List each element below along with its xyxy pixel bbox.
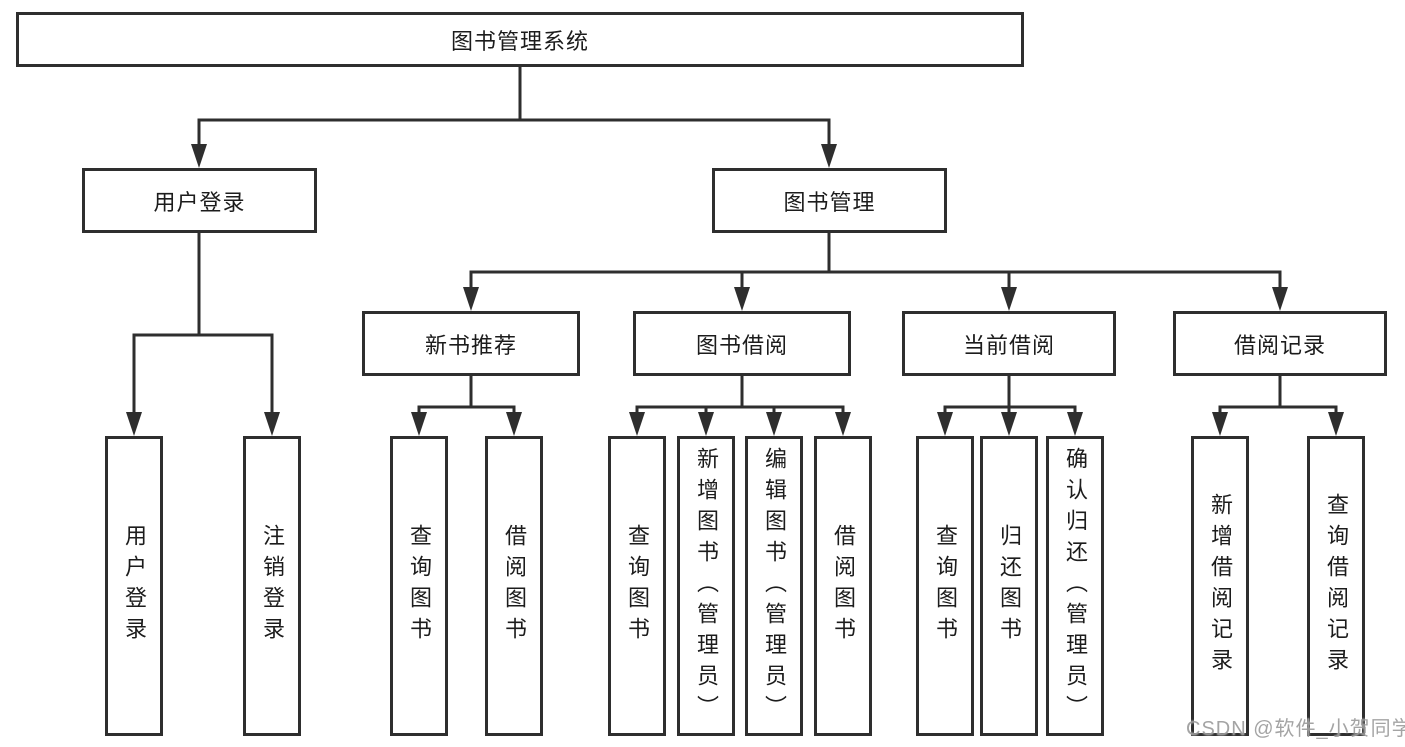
leaf-current-query-books: 查询图书 [916,436,974,736]
leaf-records-add-record-label: 新增借阅记录 [1208,493,1233,679]
leaf-recommend-query-books: 查询图书 [390,436,448,736]
node-book-management-label: 图书管理 [783,189,876,215]
node-new-book-recommend-label: 新书推荐 [424,332,517,358]
csdn-watermark: CSDN @软件_小贺同学 [1186,718,1405,740]
leaf-borrow-query-books-label: 查询图书 [625,524,650,648]
node-root-system-label: 图书管理系统 [450,28,589,54]
leaf-borrow-edit-books-admin-label: 编辑图书（管理员） [762,446,787,726]
node-borrow-records-label: 借阅记录 [1233,332,1326,358]
leaf-borrow-add-books-admin: 新增图书（管理员） [677,436,735,736]
leaf-borrow-query-books: 查询图书 [608,436,666,736]
leaf-recommend-borrow-books-label: 借阅图书 [502,524,527,648]
leaf-current-return-books: 归还图书 [980,436,1038,736]
leaf-current-confirm-return-admin-label: 确认归还（管理员） [1063,446,1088,726]
node-book-borrow: 图书借阅 [633,311,851,376]
leaf-records-query-record: 查询借阅记录 [1307,436,1365,736]
leaf-current-return-books-label: 归还图书 [997,524,1022,648]
leaf-borrow-borrow-books-label: 借阅图书 [831,524,856,648]
leaf-borrow-borrow-books: 借阅图书 [814,436,872,736]
node-user-login-label: 用户登录 [153,189,246,215]
leaf-recommend-query-books-label: 查询图书 [407,524,432,648]
leaf-user-login: 用户登录 [105,436,163,736]
leaf-borrow-add-books-admin-label: 新增图书（管理员） [694,446,719,726]
leaf-recommend-borrow-books: 借阅图书 [485,436,543,736]
node-book-borrow-label: 图书借阅 [695,332,788,358]
node-book-management: 图书管理 [712,168,947,233]
node-borrow-records: 借阅记录 [1173,311,1387,376]
leaf-records-add-record: 新增借阅记录 [1191,436,1249,736]
leaf-borrow-edit-books-admin: 编辑图书（管理员） [745,436,803,736]
node-new-book-recommend: 新书推荐 [362,311,580,376]
leaf-current-confirm-return-admin: 确认归还（管理员） [1046,436,1104,736]
leaf-current-query-books-label: 查询图书 [933,524,958,648]
leaf-user-login-label: 用户登录 [122,524,147,648]
node-user-login: 用户登录 [82,168,317,233]
node-current-borrow: 当前借阅 [902,311,1116,376]
node-root-system: 图书管理系统 [16,12,1024,67]
leaf-records-query-record-label: 查询借阅记录 [1324,493,1349,679]
leaf-logout: 注销登录 [243,436,301,736]
leaf-logout-label: 注销登录 [260,524,285,648]
node-current-borrow-label: 当前借阅 [962,332,1055,358]
